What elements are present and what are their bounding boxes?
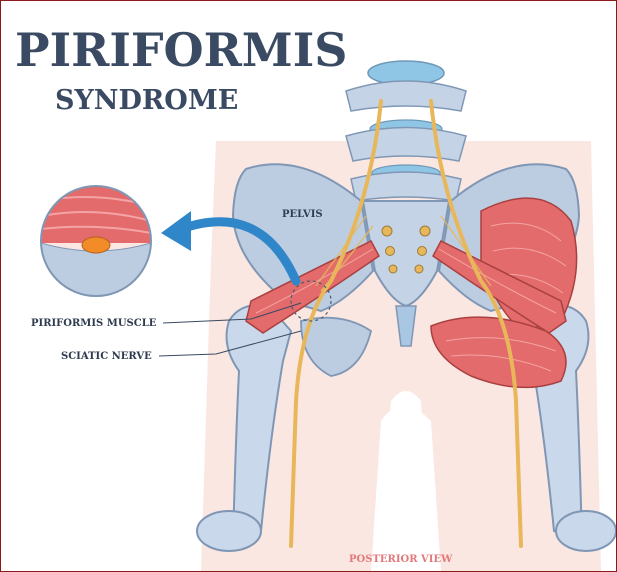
page-subtitle: SYNDROME: [55, 87, 238, 114]
label-posterior-view: POSTERIOR VIEW: [349, 554, 452, 565]
label-piriformis-muscle: PIRIFORMIS MUSCLE: [31, 318, 156, 329]
zoom-circle-icon: [41, 186, 151, 296]
lumbar-spine: [346, 61, 466, 201]
body-shadow: [376, 391, 431, 571]
label-sciatic-nerve: SCIATIC NERVE: [61, 351, 152, 362]
page-title: PIRIFORMIS: [15, 27, 347, 73]
label-pelvis: PELVIS: [282, 209, 323, 220]
